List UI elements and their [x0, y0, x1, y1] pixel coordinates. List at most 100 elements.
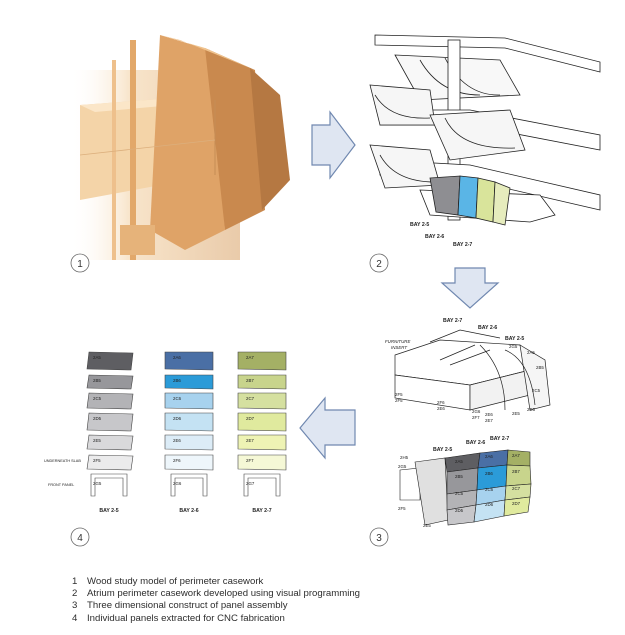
cnc-panel [243, 473, 281, 497]
svg-text:FRONT PANEL: FRONT PANEL [48, 483, 74, 487]
svg-text:2E5: 2E5 [512, 411, 520, 416]
cnc-panel [170, 473, 208, 497]
step-2-marker: 2 [369, 253, 389, 273]
panel-code-label: 2C5 [93, 396, 102, 401]
svg-text:FURNITURE: FURNITURE [385, 339, 410, 344]
cnc-panel [237, 374, 287, 390]
svg-text:2D5: 2D5 [527, 407, 536, 412]
model3-bottom-labels: BAY 2-5 BAY 2-6 BAY 2-7 2H5 2G5 2F5 2E5 … [398, 436, 521, 528]
cnc-panel [164, 412, 214, 432]
svg-text:2E5: 2E5 [423, 523, 431, 528]
svg-text:BAY 2-7: BAY 2-7 [453, 242, 472, 248]
panel-code-label: 2E6 [173, 438, 181, 443]
svg-text:2H5: 2H5 [400, 455, 409, 460]
cnc-panel [164, 351, 214, 371]
svg-text:2F7: 2F7 [472, 415, 480, 420]
svg-text:2G5: 2G5 [509, 344, 518, 349]
step-3-marker: 3 [369, 527, 389, 547]
bay-label: BAY 2-6 [179, 508, 198, 514]
svg-text:4: 4 [77, 533, 83, 544]
svg-text:2C5: 2C5 [455, 491, 464, 496]
svg-text:3: 3 [376, 533, 382, 544]
cnc-panel [90, 473, 128, 497]
svg-text:INSERT: INSERT [391, 345, 407, 350]
svg-text:2B7: 2B7 [512, 469, 520, 474]
arrow-down-icon [440, 267, 500, 309]
svg-text:2C5: 2C5 [532, 388, 541, 393]
svg-text:2A5: 2A5 [455, 459, 463, 464]
panel-assembly-top [394, 329, 551, 411]
cnc-panel [237, 434, 287, 451]
panel-assembly-colored [399, 449, 532, 526]
panel-code-label: 2A6 [173, 355, 181, 360]
svg-text:BAY 2-6: BAY 2-6 [466, 440, 485, 446]
svg-text:BAY 2-7: BAY 2-7 [490, 436, 509, 442]
panel-code-label: 2E7 [246, 438, 254, 443]
svg-text:2A6: 2A6 [485, 454, 493, 459]
svg-text:2B5: 2B5 [455, 474, 463, 479]
panel-code-label: 2D6 [173, 416, 182, 421]
cnc-panel [164, 454, 214, 471]
cnc-panel [164, 392, 214, 410]
cnc-panel [237, 412, 287, 432]
panel-code-label: 2C6 [173, 396, 182, 401]
panel-code-label: 2B5 [93, 378, 101, 383]
cnc-panel [86, 392, 134, 410]
panel-code-label: 2B7 [246, 378, 254, 383]
svg-text:2B6: 2B6 [485, 471, 493, 476]
arrow-left-icon [299, 396, 356, 460]
panel-code-label: 2D7 [246, 416, 255, 421]
panel-code-label: 2G7 [246, 481, 255, 486]
cnc-panel [86, 412, 134, 432]
panel-code-label: 2G5 [93, 481, 102, 486]
model3-top-labels: BAY 2-7 BAY 2-6 BAY 2-5 FURNITURE INSERT… [385, 318, 544, 423]
svg-text:2B5: 2B5 [536, 365, 544, 370]
svg-text:2F5: 2F5 [395, 392, 403, 397]
svg-text:BAY 2-5: BAY 2-5 [410, 222, 429, 228]
panel-code-label: 2E5 [93, 438, 101, 443]
step-1-marker: 1 [70, 253, 90, 273]
svg-text:2C6: 2C6 [485, 487, 494, 492]
cnc-panel [237, 351, 287, 371]
panel-code-label: 2A7 [246, 355, 254, 360]
svg-text:2E7: 2E7 [485, 418, 493, 423]
panel-code-label: 2G6 [173, 481, 182, 486]
svg-text:BAY 2-6: BAY 2-6 [425, 234, 444, 240]
svg-text:BAY 2-7: BAY 2-7 [443, 318, 462, 324]
svg-text:2A5: 2A5 [527, 350, 535, 355]
svg-text:2E6: 2E6 [437, 406, 445, 411]
panel-code-label: 2A5 [93, 355, 101, 360]
bay-label: BAY 2-7 [252, 508, 271, 514]
svg-text:BAY 2-5: BAY 2-5 [505, 336, 524, 342]
svg-text:2D7: 2D7 [512, 501, 521, 506]
cnc-panel [86, 454, 134, 471]
arrow-right-icon [311, 110, 356, 180]
svg-text:2: 2 [376, 259, 382, 270]
cnc-panel [86, 374, 134, 390]
bay-label: BAY 2-5 [99, 508, 118, 514]
step-4-marker: 4 [70, 527, 90, 547]
svg-text:2F6: 2F6 [437, 400, 445, 405]
cnc-panel [164, 374, 214, 390]
svg-text:BAY 2-6: BAY 2-6 [478, 325, 497, 331]
panel-code-label: 2C7 [246, 396, 255, 401]
panel-code-label: 2F6 [173, 458, 181, 463]
svg-text:BAY 2-5: BAY 2-5 [433, 447, 452, 453]
panel-code-label: 2F5 [93, 458, 101, 463]
svg-text:2E6: 2E6 [485, 412, 493, 417]
svg-text:2G6: 2G6 [472, 409, 481, 414]
svg-text:2F5: 2F5 [395, 398, 403, 403]
cnc-panel [164, 434, 214, 451]
svg-text:2A7: 2A7 [512, 453, 520, 458]
cnc-panel [237, 392, 287, 410]
cnc-panel [237, 454, 287, 471]
perimeter-casework-drawing [369, 34, 601, 226]
svg-text:1: 1 [77, 259, 83, 270]
